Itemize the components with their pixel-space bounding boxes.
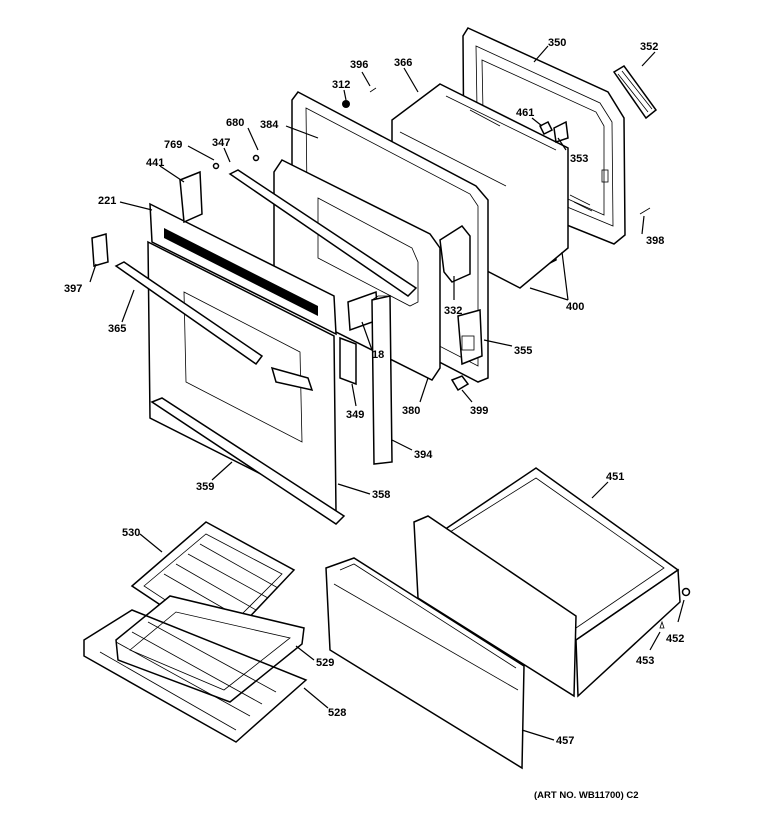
callout-380: 380	[402, 405, 420, 417]
callout-769: 769	[164, 139, 182, 151]
callout-312: 312	[332, 79, 350, 91]
callout-366: 366	[394, 57, 412, 69]
part-355-hinge-right	[457, 309, 483, 366]
callout-399: 399	[470, 405, 488, 417]
part-529-broiler-pan	[115, 595, 305, 703]
callout-528: 528	[328, 707, 346, 719]
callout-384: 384	[260, 119, 279, 131]
callout-18: 18	[372, 349, 384, 361]
part-359-bottom-trim	[150, 397, 346, 525]
callout-400: 400	[566, 301, 584, 313]
callout-451: 451	[606, 471, 624, 483]
callout-labels: 350 352 396 312 366 680 384 461 353 347 …	[64, 37, 684, 747]
callout-355: 355	[514, 345, 532, 357]
part-441-bracket	[179, 170, 203, 224]
part-332-hinge	[439, 225, 471, 283]
callout-461: 461	[516, 107, 534, 119]
callout-441: 441	[146, 157, 164, 169]
leader-lines	[89, 45, 685, 741]
callout-453: 453	[636, 655, 654, 667]
callout-452: 452	[666, 633, 684, 645]
part-457-drawer-front	[325, 557, 525, 770]
callout-349: 349	[346, 409, 364, 421]
part-528-oven-rack	[83, 609, 308, 743]
callout-397: 397	[64, 283, 82, 295]
part-349-insulation	[339, 336, 357, 386]
part-394-vent-duct	[371, 295, 393, 465]
callout-530: 530	[122, 527, 140, 539]
callout-352: 352	[640, 41, 658, 53]
part-397-hinge-left	[91, 233, 109, 267]
part-small-screws	[212, 87, 691, 629]
callout-365: 365	[108, 323, 126, 335]
callout-396: 396	[350, 59, 368, 71]
art-number: (ART NO. WB11700) C2	[534, 790, 639, 801]
part-347-trim-strip	[228, 169, 418, 297]
callout-457: 457	[556, 735, 574, 747]
callout-332: 332	[444, 305, 462, 317]
part-399-block	[450, 375, 470, 392]
callout-529: 529	[316, 657, 334, 669]
part-380-door-panel	[273, 159, 441, 381]
part-451-drawer-side	[413, 515, 577, 698]
callout-353: 353	[570, 153, 588, 165]
part-352-gasket	[612, 65, 658, 120]
callout-358: 358	[372, 489, 390, 501]
callout-347: 347	[212, 137, 230, 149]
callout-398: 398	[646, 235, 664, 247]
callout-221: 221	[98, 195, 116, 207]
callout-394: 394	[414, 449, 433, 461]
part-221-control-panel	[149, 202, 337, 336]
callout-359: 359	[196, 481, 214, 493]
callout-350: 350	[548, 37, 566, 49]
part-365-handle	[114, 261, 264, 366]
callout-680: 680	[226, 117, 244, 129]
